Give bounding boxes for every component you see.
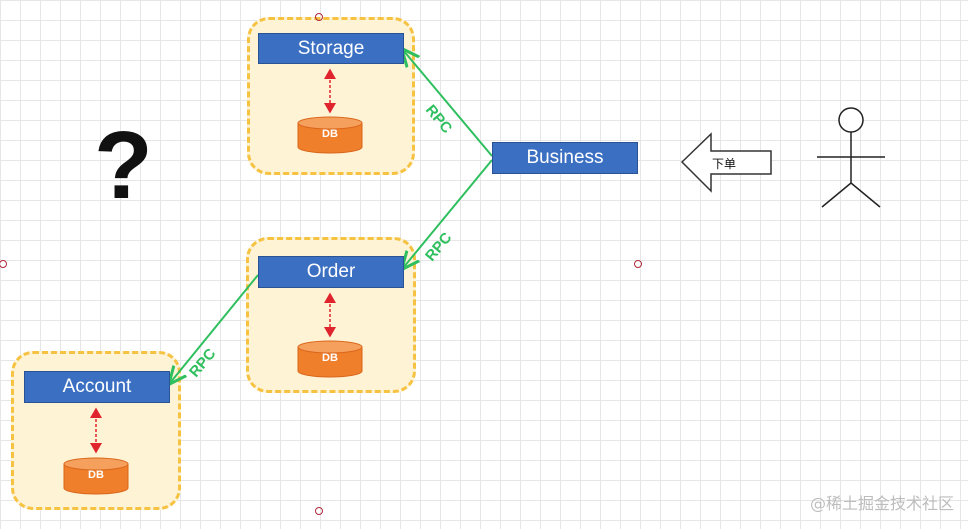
storage-db: DB <box>297 116 363 154</box>
storage-db-label: DB <box>322 128 338 140</box>
rpc-label-order: RPC <box>422 229 455 264</box>
order-db-label: DB <box>322 352 338 364</box>
database-icon <box>297 116 363 154</box>
database-icon <box>63 457 129 495</box>
storage-service-label: Storage <box>297 37 365 59</box>
rpc-line-order-account <box>170 274 259 383</box>
order-db: DB <box>297 340 363 378</box>
account-service-label: Account <box>62 376 132 397</box>
connection-point <box>315 507 323 515</box>
rpc-line-business-storage <box>403 50 493 157</box>
order-service-label: Order <box>306 261 356 282</box>
database-icon <box>297 340 363 378</box>
connection-point <box>634 260 642 268</box>
storage-service-box: Storage <box>258 33 404 64</box>
user-action-arrow <box>680 132 772 193</box>
question-mark: ? <box>94 112 153 219</box>
connection-point <box>0 260 7 268</box>
user-action-label: 下单 <box>712 157 737 171</box>
watermark: @稀土掘金技术社区 <box>809 494 954 513</box>
order-service-box: Order <box>258 256 404 288</box>
business-service-box: Business <box>492 142 638 174</box>
rpc-line-business-order <box>403 159 493 268</box>
account-db: DB <box>63 457 129 495</box>
business-service-label: Business <box>526 147 604 168</box>
account-service-box: Account <box>24 371 170 403</box>
user-figure <box>817 107 885 208</box>
account-db-label: DB <box>88 469 104 481</box>
rpc-label-account: RPC <box>186 345 219 380</box>
connection-point <box>315 13 323 21</box>
